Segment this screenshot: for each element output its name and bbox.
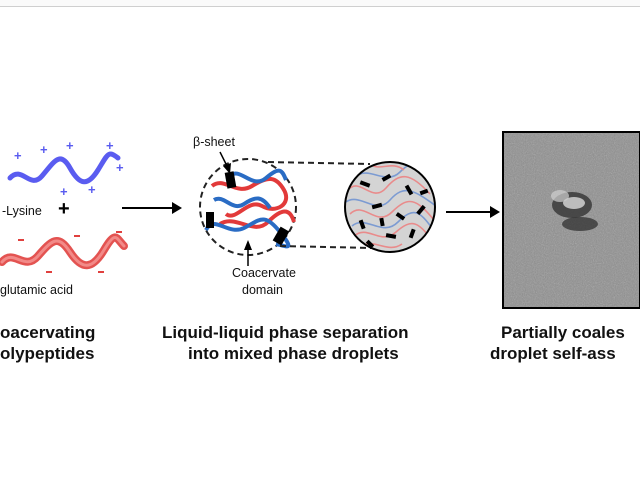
panel3-caption-line1: Partially coales	[501, 323, 625, 342]
svg-text:+: +	[106, 138, 114, 153]
plus-symbol: +	[58, 198, 70, 220]
panel1-caption-line1: oacervating	[0, 323, 96, 342]
coacervate-pointer	[244, 240, 252, 266]
microscopy-image	[502, 131, 640, 309]
coacervate-label-line2: domain	[242, 283, 283, 297]
top-border	[0, 0, 640, 7]
svg-text:+: +	[40, 142, 48, 157]
arrow-1	[122, 202, 182, 214]
panel2-caption-line1: Liquid-liquid phase separation	[162, 323, 409, 342]
svg-text:+: +	[60, 184, 68, 199]
glutamic-strand	[0, 233, 128, 270]
svg-text:+: +	[14, 148, 22, 163]
arrow-2	[446, 206, 500, 218]
panel3-caption-line2: droplet self-ass	[490, 344, 616, 363]
zoom-lines	[267, 161, 373, 249]
lysine-strand	[7, 151, 121, 185]
beta-sheet-pointer	[219, 151, 231, 174]
svg-text:+: +	[88, 182, 96, 197]
svg-text:+: +	[116, 160, 124, 175]
lysine-label: -Lysine	[2, 204, 42, 218]
glutamic-acid-label: glutamic acid	[0, 283, 73, 297]
lysine-plus-signs: + + + + + + +	[14, 138, 124, 199]
magnified-droplet	[344, 161, 436, 253]
panel2-caption-line2: into mixed phase droplets	[188, 344, 399, 363]
svg-text:+: +	[66, 138, 74, 153]
beta-sheet-label: β-sheet	[193, 135, 235, 149]
glutamic-minus-signs	[18, 231, 122, 273]
coacervate-label-line1: Coacervate	[232, 266, 296, 280]
panel1-caption-line2: olypeptides	[0, 344, 95, 363]
